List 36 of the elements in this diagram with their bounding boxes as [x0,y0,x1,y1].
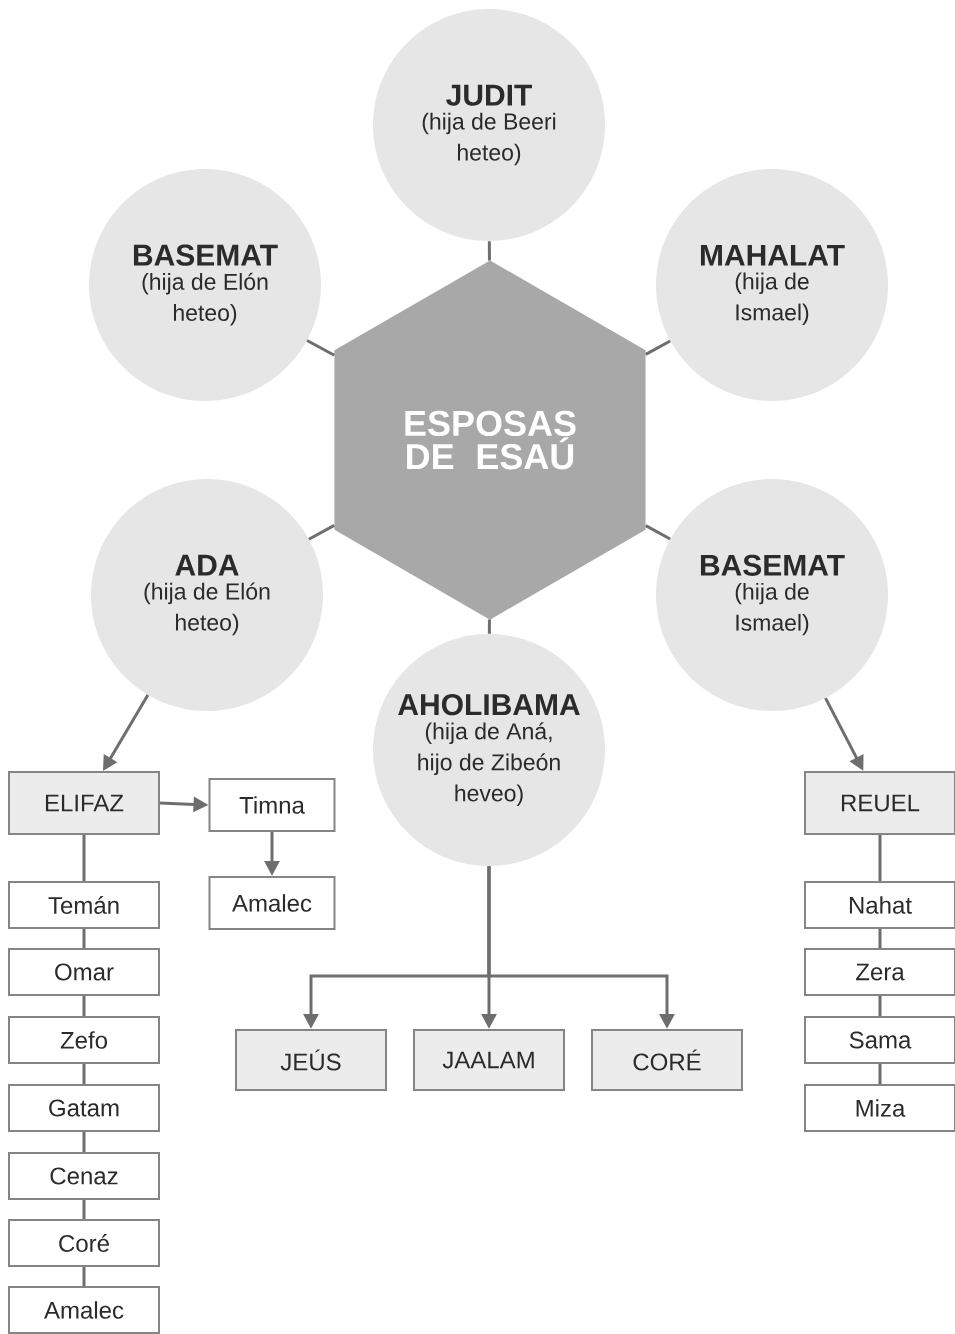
connector-line [82,996,86,1016]
connector-line [306,339,335,357]
name-box: REUEL [804,771,955,835]
connector-line [82,1132,86,1152]
connector-line [82,929,86,948]
name-box: Zera [804,948,955,996]
connector-line [878,1064,882,1084]
name-box: Omar [8,948,160,996]
name-box: Cenaz [8,1152,160,1200]
connector-line [82,1064,86,1084]
name-box: Nahat [804,881,955,929]
connector-line [645,524,671,541]
connector-line [878,929,882,948]
name-box: Amalec [8,1286,160,1334]
name-box: JEÚS [235,1029,387,1091]
connector-line [82,835,86,881]
name-box: Gatam [8,1084,160,1132]
name-box: Coré [8,1219,160,1267]
name-box: Amalec [208,876,336,930]
connector-line [82,1200,86,1219]
connector-line [487,619,491,634]
connector-line [878,996,882,1016]
connector-line [308,524,335,541]
name-box: Temán [8,881,160,929]
connector-line [82,1267,86,1286]
name-box: Timna [208,778,336,832]
name-box: Zefo [8,1016,160,1064]
name-box: JAALAM [413,1029,565,1091]
hexagon: ESPOSAS DE ESAÚ [334,260,646,620]
name-box: ELIFAZ [8,771,160,835]
connector-line [645,339,671,356]
name-box: CORÉ [591,1029,743,1091]
connector-line [878,835,882,881]
name-box: Sama [804,1016,955,1064]
name-box: Miza [804,1084,955,1132]
connector-line [487,241,491,261]
